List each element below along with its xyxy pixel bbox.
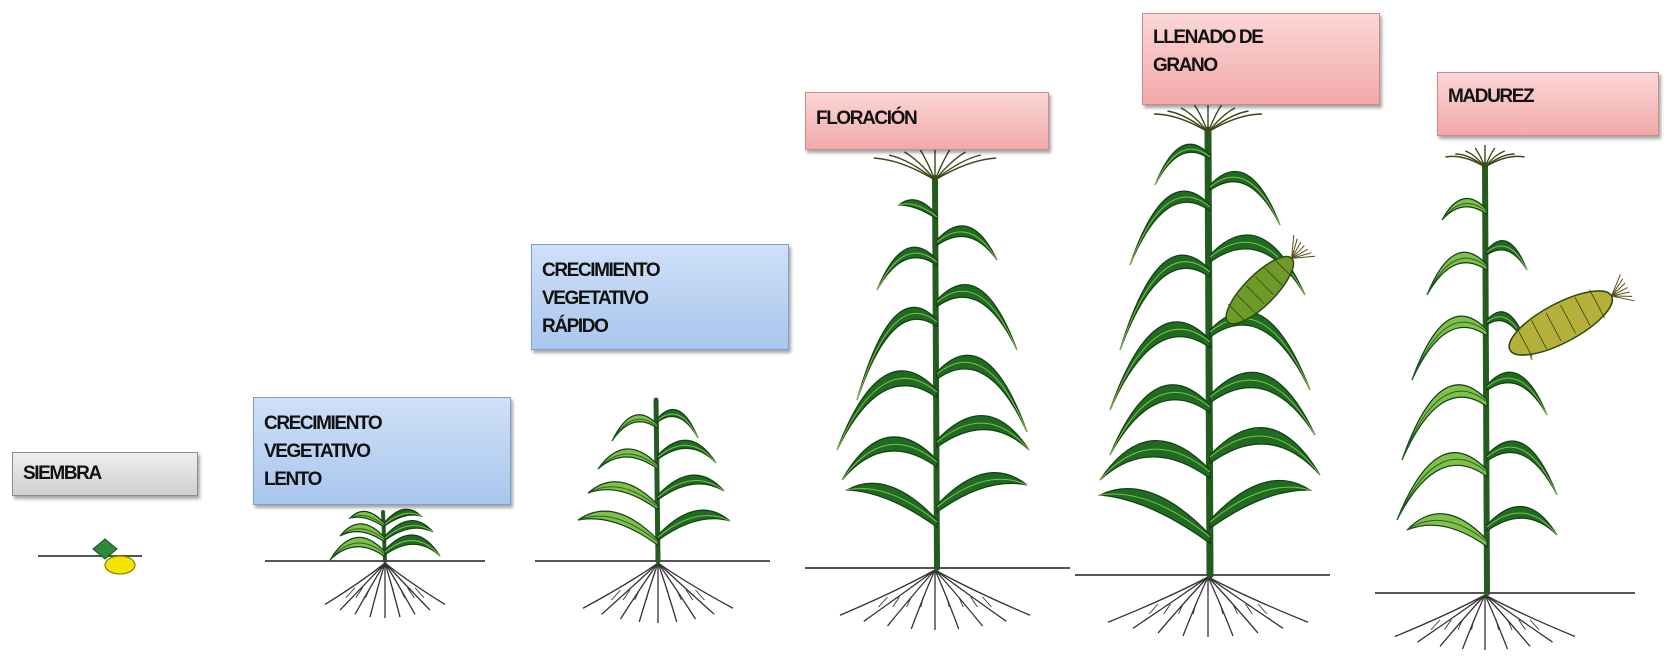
seed-icon xyxy=(105,556,135,574)
label-crecimiento-rapido-line-2: VEGETATIVO xyxy=(542,285,778,313)
label-crecimiento-lento-line-1: CRECIMIENTO xyxy=(264,410,500,438)
label-crecimiento-rapido-line-3: RÁPIDO xyxy=(542,313,778,341)
plant-rapido xyxy=(578,400,730,561)
label-crecimiento-lento-line-2: VEGETATIVO xyxy=(264,438,500,466)
label-madurez: MADUREZ xyxy=(1437,72,1659,136)
roots-lento xyxy=(325,563,445,618)
label-llenado-line-1: LLENADO DE xyxy=(1153,24,1369,52)
label-crecimiento-rapido-line-1: CRECIMIENTO xyxy=(542,257,778,285)
label-floracion: FLORACIÓN xyxy=(805,92,1049,150)
plant-floracion xyxy=(837,146,1029,568)
label-crecimiento-rapido: CRECIMIENTO VEGETATIVO RÁPIDO xyxy=(531,244,789,350)
roots-rapido xyxy=(583,563,733,623)
plant-llenado xyxy=(1100,102,1320,575)
roots-floracion xyxy=(840,570,1030,630)
roots-madurez xyxy=(1395,595,1575,650)
roots-llenado xyxy=(1108,577,1308,637)
label-floracion-line-1: FLORACIÓN xyxy=(816,105,1038,133)
plant-madurez xyxy=(1397,145,1637,593)
label-crecimiento-lento-line-3: LENTO xyxy=(264,466,500,494)
label-crecimiento-lento: CRECIMIENTO VEGETATIVO LENTO xyxy=(253,397,511,505)
label-madurez-line-1: MADUREZ xyxy=(1448,83,1648,111)
label-siembra-line-1: SIEMBRA xyxy=(23,457,187,491)
plant-lento xyxy=(330,509,440,561)
label-llenado-line-2: GRANO xyxy=(1153,52,1369,80)
label-siembra: SIEMBRA xyxy=(12,452,198,496)
label-llenado-de-grano: LLENADO DE GRANO xyxy=(1142,13,1380,105)
